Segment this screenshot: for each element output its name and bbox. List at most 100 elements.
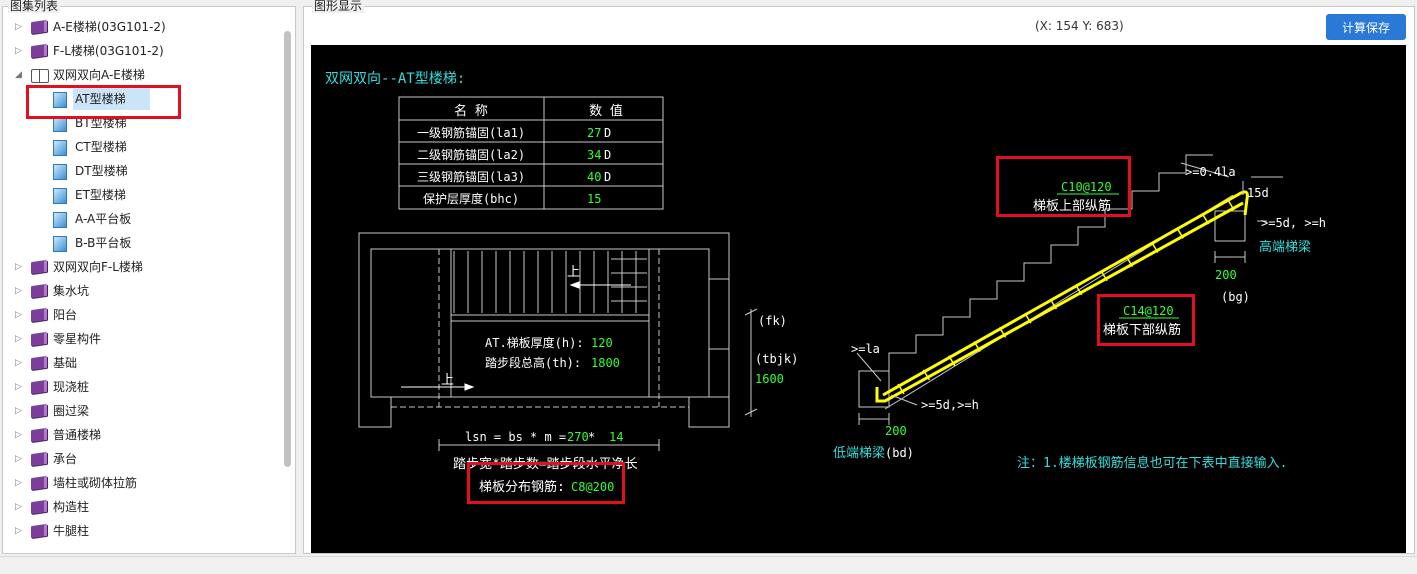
distribution-bar-dot	[922, 369, 931, 381]
tree-item[interactable]: ▷ 零星构件	[3, 327, 281, 351]
distribution-bar-dot	[1201, 213, 1210, 225]
expand-arrow-icon[interactable]: ▷	[15, 358, 22, 368]
tree-item[interactable]: ▷双网双向F-L楼梯	[3, 255, 281, 279]
tree-item[interactable]: ▷构造柱	[3, 495, 281, 519]
tree-item-label: 集水坑	[53, 284, 90, 298]
tree-item[interactable]: ▷ 阳台	[3, 303, 281, 327]
tree-item[interactable]: ▷普通楼梯	[3, 423, 281, 447]
tree-item[interactable]: ▷ 墙柱或砌体拉筋	[3, 471, 281, 495]
drawing-title: 双网双向--AT型楼梯:	[325, 71, 465, 87]
tree-item[interactable]: AT型楼梯	[3, 87, 281, 111]
distribution-bar-dot	[1176, 227, 1184, 239]
tbjk-value: 1600	[755, 372, 784, 386]
expand-arrow-icon[interactable]: ▷	[15, 334, 22, 344]
distribution-bar-dot	[1024, 312, 1032, 324]
expand-arrow-icon[interactable]: ▷	[15, 286, 22, 296]
page-icon	[53, 212, 67, 228]
dim-5d-left: >=5d,>=h	[921, 398, 979, 412]
stair-plan-view	[358, 232, 730, 428]
tree-item[interactable]: CT型楼梯	[3, 135, 281, 159]
atlas-list-title: 图集列表	[8, 0, 61, 13]
book-icon	[31, 499, 47, 515]
tree-item[interactable]: ▷ 集水坑	[3, 279, 281, 303]
tree-item-label: A-A平台板	[75, 212, 132, 226]
tree-item[interactable]: BT型楼梯	[3, 111, 281, 135]
book-icon	[31, 283, 47, 299]
expand-arrow-icon[interactable]: ▷	[15, 454, 22, 464]
book-icon	[31, 427, 47, 443]
distribution-bar-label: 梯板分布钢筋:	[479, 479, 565, 495]
page-icon	[53, 236, 67, 252]
tree-item[interactable]: ▷ 现浇桩	[3, 375, 281, 399]
lsn-caption: 踏步宽*踏步数=踏步段水平净长	[453, 456, 638, 472]
table-cell-unit: D	[604, 148, 611, 162]
tree-item[interactable]: A-A平台板	[3, 207, 281, 231]
low-end-beam-label: 低端梯梁	[833, 446, 885, 461]
table-cell-unit: D	[604, 170, 611, 184]
book-icon	[31, 403, 47, 419]
table-cell-value: 40	[587, 170, 601, 184]
page-icon	[53, 92, 67, 108]
tree-item-label: 墙柱或砌体拉筋	[53, 476, 138, 490]
tbjk-label: (tbjk)	[755, 352, 798, 366]
graphic-display-title: 图形显示	[312, 0, 365, 13]
tree-item[interactable]: ▷承台	[3, 447, 281, 471]
tree-item-label: 零星构件	[53, 332, 102, 346]
calculate-save-button[interactable]: 计算保存	[1326, 14, 1406, 40]
book-icon	[31, 43, 47, 59]
distribution-bar-dot	[973, 341, 981, 352]
up-label-top: 上	[567, 265, 580, 280]
tree-item[interactable]: DT型楼梯	[3, 159, 281, 183]
bg-label: (bg)	[1221, 290, 1250, 304]
expand-arrow-icon[interactable]: ▷	[15, 46, 22, 56]
tree-item[interactable]: ▷F-L楼梯(03G101-2)	[3, 39, 281, 63]
open-book-icon	[31, 69, 49, 83]
table-cell-unit: D	[604, 126, 611, 140]
tree-item[interactable]: B-B平台板	[3, 231, 281, 255]
tree-item-label: 现浇桩	[53, 380, 90, 394]
distribution-bar-dot	[1075, 284, 1083, 296]
tree-scrollbar[interactable]	[284, 31, 291, 467]
bottom-bar-value: C14@120	[1123, 304, 1174, 318]
tree-item[interactable]: ▷牛腿柱	[3, 519, 281, 543]
expand-arrow-icon[interactable]: ◢	[15, 70, 22, 80]
lsn-prefix: lsn = bs * m =	[465, 430, 566, 444]
tree-item[interactable]: ▷基础	[3, 351, 281, 375]
lsn-bs: 270	[567, 430, 589, 444]
expand-arrow-icon[interactable]: ▷	[15, 262, 22, 272]
book-icon	[31, 19, 47, 35]
expand-arrow-icon[interactable]: ▷	[15, 526, 22, 536]
thickness-label: AT.梯板厚度(h):	[485, 335, 584, 350]
expand-arrow-icon[interactable]: ▷	[15, 478, 22, 488]
book-icon	[31, 451, 47, 467]
high-end-beam-label: 高端梯梁	[1259, 239, 1311, 255]
book-icon	[31, 523, 47, 539]
book-icon	[31, 259, 47, 275]
top-right-anchor-dim: >=0.4la	[1185, 165, 1236, 179]
lsn-mult: *	[588, 430, 595, 444]
bottom-bar-label: 梯板下部纵筋	[1103, 322, 1181, 338]
top-bar-label: 梯板上部纵筋	[1033, 198, 1111, 214]
tree-item[interactable]: ▷圈过梁	[3, 399, 281, 423]
tree-item[interactable]: ▷A-E楼梯(03G101-2)	[3, 15, 281, 39]
tree-item-label: 阳台	[53, 308, 78, 322]
book-icon	[31, 475, 47, 491]
section-dimensions	[856, 162, 1267, 425]
expand-arrow-icon[interactable]: ▷	[15, 430, 22, 440]
tree-item-label: BT型楼梯	[75, 116, 127, 130]
page-icon	[53, 164, 67, 180]
fk-label: (fk)	[758, 314, 787, 328]
tree-item-label: CT型楼梯	[75, 140, 127, 154]
expand-arrow-icon[interactable]: ▷	[15, 382, 22, 392]
tree-item[interactable]: ◢双网双向A-E楼梯	[3, 63, 281, 87]
la-label: >=la	[851, 342, 880, 356]
expand-arrow-icon[interactable]: ▷	[15, 310, 22, 320]
tree-item[interactable]: ET型楼梯	[3, 183, 281, 207]
page-icon	[53, 188, 67, 204]
expand-arrow-icon[interactable]: ▷	[15, 406, 22, 416]
expand-arrow-icon[interactable]: ▷	[15, 502, 22, 512]
plan-length-dimension	[438, 439, 660, 451]
tree-item-label: AT型楼梯	[73, 88, 150, 110]
expand-arrow-icon[interactable]: ▷	[15, 22, 22, 32]
